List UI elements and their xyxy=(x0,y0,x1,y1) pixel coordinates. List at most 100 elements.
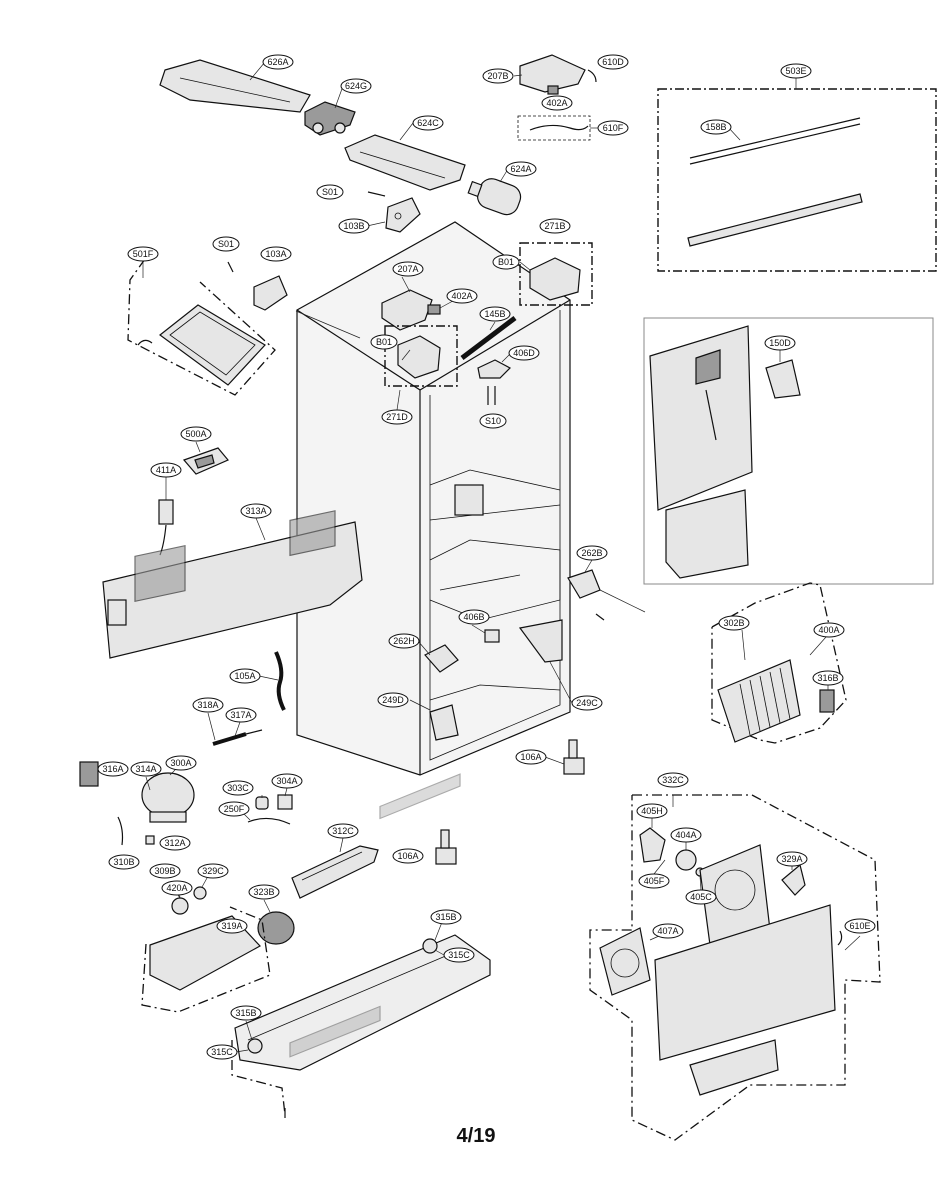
svg-text:610D: 610D xyxy=(602,57,624,67)
part-262B xyxy=(567,569,646,621)
callout-label: 317A xyxy=(225,707,257,723)
callout-label: B01 xyxy=(370,334,398,350)
callout-label: 319A xyxy=(216,918,248,934)
svg-text:405H: 405H xyxy=(641,806,663,816)
part-105A xyxy=(274,651,286,711)
svg-text:103B: 103B xyxy=(343,221,364,231)
cabinet xyxy=(296,221,571,776)
callout-labels: 626A 624G 624C 624A 207B 610D 402A 610F … xyxy=(97,54,876,1060)
callout-label: 302B xyxy=(718,615,750,631)
svg-text:249C: 249C xyxy=(576,698,598,708)
svg-text:317A: 317A xyxy=(230,710,251,720)
callout-label: 411A xyxy=(150,462,182,478)
callout-label: 313A xyxy=(240,503,272,519)
callout-label: 106A xyxy=(392,848,424,864)
svg-text:624C: 624C xyxy=(417,118,439,128)
callout-label: 207A xyxy=(392,261,424,277)
part-103A xyxy=(253,275,288,311)
svg-text:402A: 402A xyxy=(451,291,472,301)
svg-text:407A: 407A xyxy=(657,926,678,936)
group-271B xyxy=(519,242,593,306)
callout-label: 500A xyxy=(180,426,212,442)
callout-label: 316B xyxy=(812,670,844,686)
svg-text:315C: 315C xyxy=(448,950,470,960)
part-103B xyxy=(385,197,421,233)
svg-text:106A: 106A xyxy=(397,851,418,861)
svg-text:315B: 315B xyxy=(235,1008,256,1018)
svg-text:329C: 329C xyxy=(202,866,224,876)
svg-text:405C: 405C xyxy=(690,892,712,902)
callout-label: 503E xyxy=(780,63,812,79)
callout-label: 315B xyxy=(430,909,462,925)
callout-label: S10 xyxy=(479,413,507,429)
callout-label: 610E xyxy=(844,918,876,934)
svg-text:207B: 207B xyxy=(487,71,508,81)
callout-label: 406D xyxy=(508,345,540,361)
callout-label: S01 xyxy=(212,236,240,252)
svg-text:300A: 300A xyxy=(170,758,191,768)
svg-text:400A: 400A xyxy=(818,625,839,635)
part-262H xyxy=(424,644,459,673)
callout-label: 158B xyxy=(700,119,732,135)
svg-text:250F: 250F xyxy=(224,804,245,814)
callout-label: 610D xyxy=(597,54,629,70)
svg-text:271B: 271B xyxy=(544,221,565,231)
svg-text:S10: S10 xyxy=(485,416,501,426)
part-300A xyxy=(141,772,195,823)
svg-text:145B: 145B xyxy=(484,309,505,319)
callout-label: 207B xyxy=(482,68,514,84)
part-406B xyxy=(484,629,500,643)
callout-label: 271D xyxy=(381,409,413,425)
svg-text:314A: 314A xyxy=(135,764,156,774)
callout-label: 250F xyxy=(218,801,250,817)
svg-text:309B: 309B xyxy=(154,866,175,876)
callout-label: 262H xyxy=(388,633,420,649)
callout-label: 404A xyxy=(670,827,702,843)
callout-label: 271B xyxy=(539,218,571,234)
callout-label: 405F xyxy=(638,873,670,889)
svg-text:262H: 262H xyxy=(393,636,415,646)
part-250F xyxy=(247,817,291,825)
svg-text:304A: 304A xyxy=(276,776,297,786)
callout-label: 323B xyxy=(248,884,280,900)
callout-label: 420A xyxy=(161,880,193,896)
part-610F xyxy=(517,115,591,141)
svg-text:318A: 318A xyxy=(197,700,218,710)
callout-label: 332C xyxy=(657,772,689,788)
page-number: 4/19 xyxy=(456,1125,496,1147)
part-315-base xyxy=(231,773,491,1118)
callout-label: 610F xyxy=(597,120,629,136)
svg-text:316B: 316B xyxy=(817,673,838,683)
part-106A-lower xyxy=(435,829,457,865)
part-500A xyxy=(182,447,229,475)
svg-text:249D: 249D xyxy=(382,695,404,705)
svg-text:319A: 319A xyxy=(221,921,242,931)
callout-label: 145B xyxy=(479,306,511,322)
svg-text:323B: 323B xyxy=(253,887,274,897)
svg-text:S01: S01 xyxy=(322,187,338,197)
callout-label: 249C xyxy=(571,695,603,711)
callout-label: 262B xyxy=(576,545,608,561)
svg-text:406B: 406B xyxy=(463,612,484,622)
svg-text:150D: 150D xyxy=(769,338,791,348)
part-624A xyxy=(467,178,522,216)
part-303C xyxy=(255,796,269,810)
callout-label: 316A xyxy=(97,761,129,777)
part-316A xyxy=(79,761,99,787)
svg-text:262B: 262B xyxy=(581,548,602,558)
callout-label: 624C xyxy=(412,115,444,131)
callout-label: 249D xyxy=(377,692,409,708)
part-626A xyxy=(159,59,311,113)
svg-text:610E: 610E xyxy=(849,921,870,931)
part-249D xyxy=(429,704,459,741)
part-304A xyxy=(277,794,293,810)
callout-label: 407A xyxy=(652,923,684,939)
part-402A-mid xyxy=(427,304,441,315)
group-332C xyxy=(589,794,881,1141)
svg-text:303C: 303C xyxy=(227,783,249,793)
callout-label: 315C xyxy=(443,947,475,963)
callout-label: 329A xyxy=(776,851,808,867)
screw-S01-left xyxy=(227,261,234,273)
svg-text:S01: S01 xyxy=(218,239,234,249)
